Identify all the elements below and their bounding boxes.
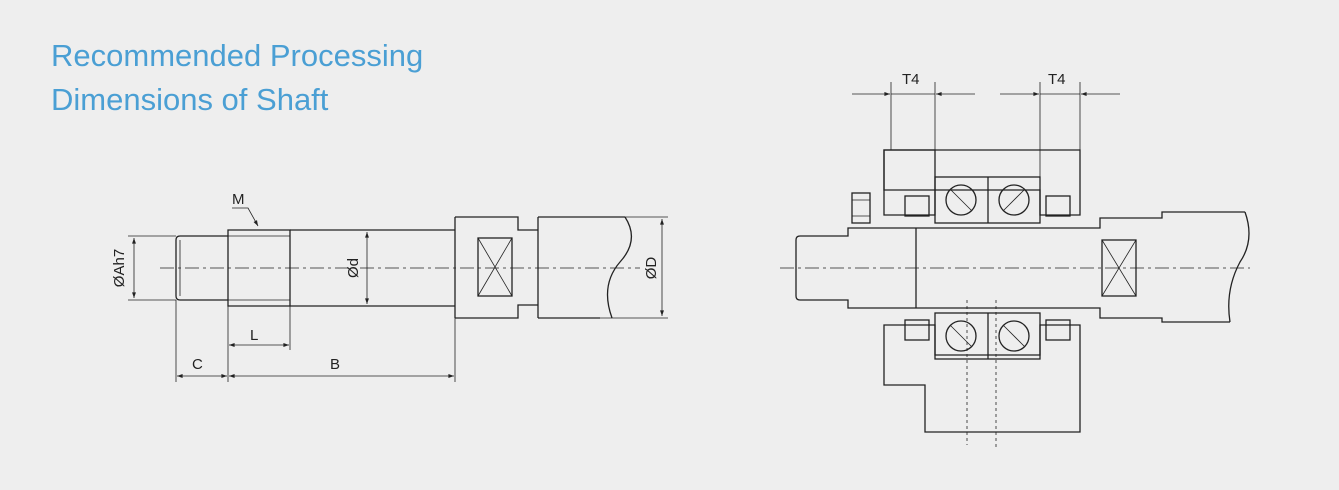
m-leader	[232, 207, 259, 227]
flat-marker-left	[477, 237, 513, 297]
page-title: Recommended Processing Dimensions of Sha…	[51, 34, 423, 122]
label-t4-right: T4	[1048, 71, 1066, 88]
set-screw	[851, 192, 871, 224]
label-b: B	[330, 356, 340, 373]
title-line-1: Recommended Processing	[51, 38, 424, 73]
title-line-2: Dimensions of Shaft	[51, 82, 329, 117]
label-c: C	[192, 356, 203, 373]
shaft-flat-region	[454, 216, 538, 319]
seal-lower-left	[904, 319, 930, 341]
shaft-large-section	[537, 216, 625, 319]
assembly-shaft	[795, 211, 1245, 323]
ball-lower-left	[945, 320, 977, 352]
label-m: M	[232, 191, 245, 208]
flat-marker-right	[1101, 239, 1137, 297]
seal-upper-right	[1045, 195, 1071, 217]
label-oah7: ØAh7	[111, 249, 128, 287]
shaft-pilot-end	[175, 235, 228, 301]
label-od-large: ØD	[643, 257, 660, 280]
ball-upper-left	[945, 184, 977, 216]
housing-upper	[883, 149, 1081, 216]
ball-upper-right	[998, 184, 1030, 216]
assembly-break-line	[1228, 211, 1250, 323]
shaft-body	[290, 229, 455, 307]
label-l: L	[250, 327, 258, 344]
assembly-drawing: T4 T4	[780, 71, 1250, 450]
label-od-small: Ød	[345, 258, 362, 278]
label-t4-left: T4	[902, 71, 920, 88]
housing-lower	[883, 324, 1081, 433]
seal-upper-left	[904, 195, 930, 217]
shaft-break-line	[606, 216, 632, 319]
ball-lower-right	[998, 320, 1030, 352]
shaft-drawing: M ØAh7 Ød ØD L C B	[111, 191, 668, 382]
seal-lower-right	[1045, 319, 1071, 341]
